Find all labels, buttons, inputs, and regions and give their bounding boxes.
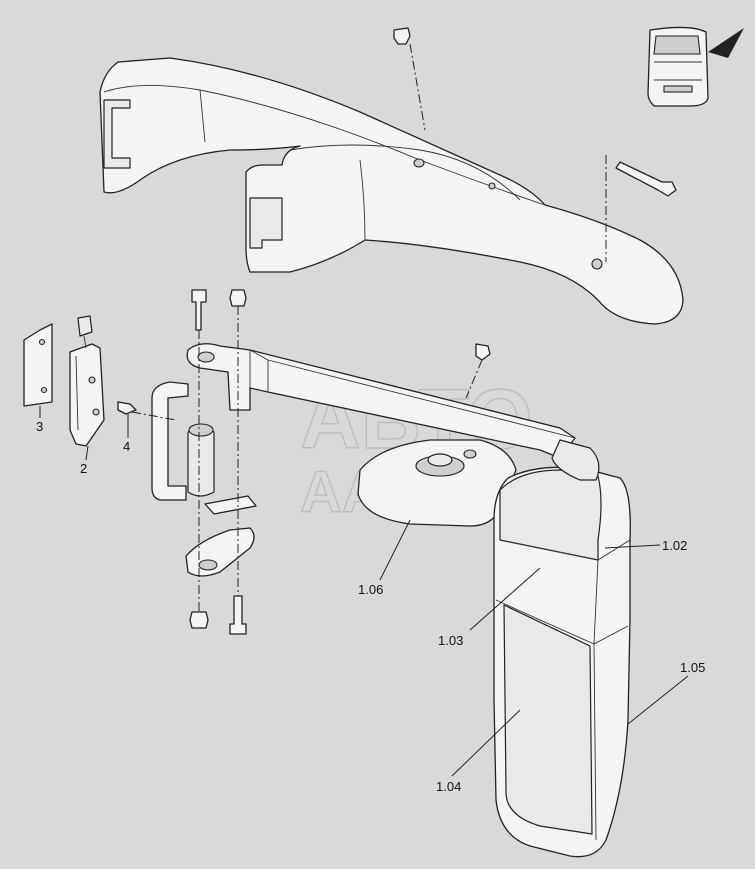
top-screw	[393, 27, 426, 131]
callout-1-03: 1.03	[438, 633, 463, 648]
callout-3: 3	[36, 419, 43, 434]
callout-1-04: 1.04	[436, 779, 461, 794]
screw-4	[117, 401, 177, 421]
part-2-bracket	[69, 315, 105, 447]
arm-screw	[465, 343, 491, 399]
mirror-assembly	[493, 439, 631, 858]
vehicle-locator-icon	[647, 26, 744, 107]
callout-1-02: 1.02	[662, 538, 687, 553]
callout-4: 4	[123, 439, 130, 454]
mirror-arm	[186, 343, 576, 459]
screw-hole-top	[413, 158, 425, 168]
callout-1-05: 1.05	[680, 660, 705, 675]
upper-cover-shell	[99, 57, 684, 325]
hinge-fasteners	[189, 289, 247, 635]
hinge-bracket	[151, 381, 257, 577]
callout-2: 2	[80, 461, 87, 476]
long-screw	[605, 155, 677, 262]
callout-labels: 1.02 1.03 1.04 1.05 1.06 2 3 4	[36, 419, 705, 794]
arrow-icon	[708, 28, 744, 58]
leader-lines	[39, 406, 689, 777]
callout-1-06: 1.06	[358, 582, 383, 597]
mirror-mount-1-06	[357, 439, 517, 527]
screw-hole-rear	[591, 258, 603, 270]
part-3-gasket	[23, 323, 53, 407]
